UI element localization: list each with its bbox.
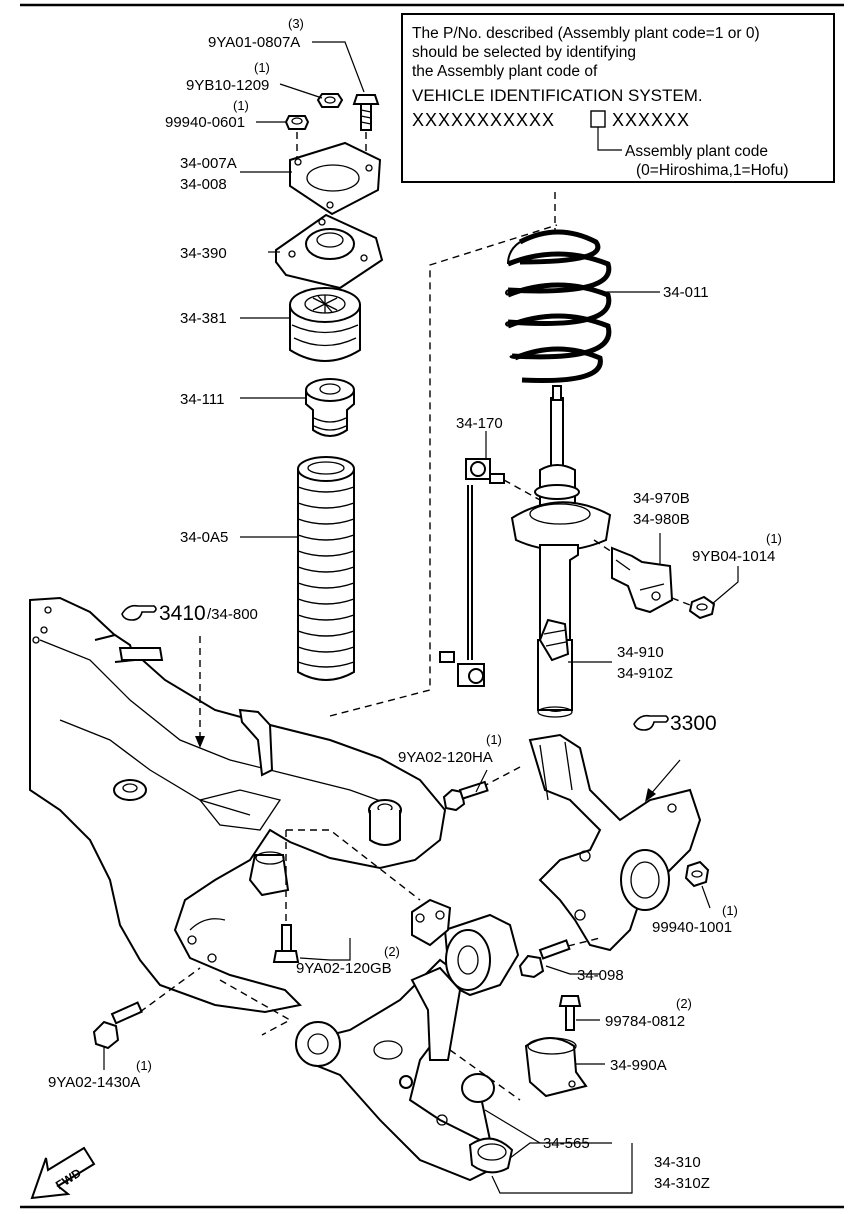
bearing-34-381 (289, 287, 361, 362)
bolt-9ya01-0807a (352, 94, 380, 131)
ball-joint-34-565 (461, 1073, 514, 1174)
qty-9yb04-1014: (1) (766, 531, 782, 546)
label-34-565: 34-565 (543, 1135, 590, 1152)
lower-arm-dash-2 (219, 979, 292, 1036)
plant-code-box (590, 110, 606, 128)
knuckle-3300 (528, 733, 702, 952)
bolt-1430a-dash (139, 967, 201, 1013)
vin-right: XXXXXX (612, 110, 690, 130)
label-9yb04-1014: 9YB04-1014 (692, 548, 775, 565)
bolt-9ya02-1430a (92, 1001, 143, 1050)
nut-9yb10-1209 (316, 93, 344, 108)
label-9ya02-1430a: 9YA02-1430A (48, 1074, 140, 1091)
label-34-390: 34-390 (180, 245, 227, 262)
label-34-910: 34-910 (617, 644, 664, 661)
ref-3410: 3410 (159, 602, 206, 625)
bolt-34-098 (518, 939, 571, 979)
bracket-dash (593, 539, 613, 553)
label-34-980b: 34-980B (633, 511, 690, 528)
nut-dash-2 (671, 597, 691, 606)
dust-boot-34-0a5 (297, 456, 355, 681)
note-frame (401, 13, 835, 183)
code-label: Assembly plant code (625, 143, 768, 160)
code-values: (0=Hiroshima,1=Hofu) (636, 162, 788, 179)
note-line-3: the Assembly plant code of (412, 63, 598, 80)
label-34-910z: 34-910Z (617, 665, 673, 682)
label-34-111: 34-111 (180, 391, 224, 408)
bolt-99784-0812 (558, 995, 582, 1031)
label-34-990a: 34-990A (610, 1057, 667, 1074)
vin-left: XXXXXXXXXXX (412, 110, 555, 130)
hand-ref-3410-icon (121, 604, 157, 621)
leader-lines (103, 41, 739, 1194)
plant-code-leader (597, 127, 622, 151)
label-34-381: 34-381 (180, 310, 227, 327)
label-34-170: 34-170 (456, 415, 503, 432)
label-9yb10-1209: 9YB10-1209 (186, 77, 269, 94)
label-34-970b: 34-970B (633, 490, 690, 507)
dust-cover-34-990a (524, 1037, 588, 1098)
qty-9ya02-120gb: (2) (384, 944, 400, 959)
label-34-007a: 34-007A (180, 155, 237, 172)
label-34-310: 34-310 (654, 1154, 701, 1171)
bracket-34-970b (611, 546, 674, 614)
ref-34-800: /34-800 (207, 606, 258, 623)
label-99940-0601: 99940-0601 (165, 114, 245, 131)
nut-99940-0601 (284, 115, 310, 130)
qty-9ya02-120ha: (1) (486, 732, 502, 747)
strut-34-910 (510, 385, 612, 718)
label-34-098: 34-098 (577, 967, 624, 984)
label-9ya01-0807a: 9YA01-0807A (208, 34, 300, 51)
stabilizer-link-34-170 (439, 458, 505, 687)
nut-9yb04-1014 (688, 595, 716, 620)
assembly-bracket (329, 224, 558, 717)
label-99784-0812: 99784-0812 (605, 1013, 685, 1030)
arm-dash (449, 1049, 521, 1101)
bolt-9ya02-120ha (442, 780, 489, 812)
plant-code-note: The P/No. described (Assembly plant code… (401, 13, 835, 183)
note-line-2: should be selected by identifying (412, 44, 636, 61)
subframe-3410 (29, 596, 447, 1014)
qty-9ya02-1430a: (1) (136, 1058, 152, 1073)
knuckle-ref-leader (649, 759, 681, 796)
nut-99940-1001 (684, 860, 710, 888)
knuckle-dash (481, 766, 521, 788)
part-labels: (3) 9YA01-0807A (1) 9YB10-1209 (1) 99940… (48, 16, 782, 1192)
note-line-1: The P/No. described (Assembly plant code… (412, 25, 760, 42)
note-line-4: VEHICLE IDENTIFICATION SYSTEM. (412, 86, 703, 105)
qty-99940-0601: (1) (233, 98, 249, 113)
coil-spring-34-011 (505, 229, 612, 383)
qty-9ya01-0807a: (3) (288, 16, 304, 31)
label-34-0a5: 34-0A5 (180, 529, 228, 546)
knuckle-ref-arrow (645, 788, 656, 802)
lower-arm-dash-1 (286, 829, 421, 901)
qty-99940-1001: (1) (722, 903, 738, 918)
mount-plate-34-007a (289, 141, 382, 216)
hand-ref-3300-icon (633, 714, 669, 731)
label-9ya02-120gb: 9YA02-120GB (296, 960, 392, 977)
bolt-098-dash (567, 937, 601, 947)
bump-stop-34-111 (305, 378, 355, 437)
link-dash (503, 479, 541, 501)
label-34-310z: 34-310Z (654, 1175, 710, 1192)
qty-99784-0812: (2) (676, 996, 692, 1011)
lower-arm-34-310 (295, 898, 520, 1182)
ref-3300: 3300 (670, 712, 717, 735)
subframe-ref-arrow (195, 736, 205, 748)
label-9ya02-120ha: 9YA02-120HA (398, 749, 493, 766)
fwd-arrow: FWD (30, 1146, 96, 1200)
label-34-011: 34-011 (663, 284, 709, 301)
mount-34-390 (275, 213, 384, 290)
label-99940-1001: 99940-1001 (652, 919, 732, 936)
label-34-008: 34-008 (180, 176, 227, 193)
bolt-9ya02-120gb (272, 924, 300, 963)
qty-9yb10-1209: (1) (254, 60, 270, 75)
